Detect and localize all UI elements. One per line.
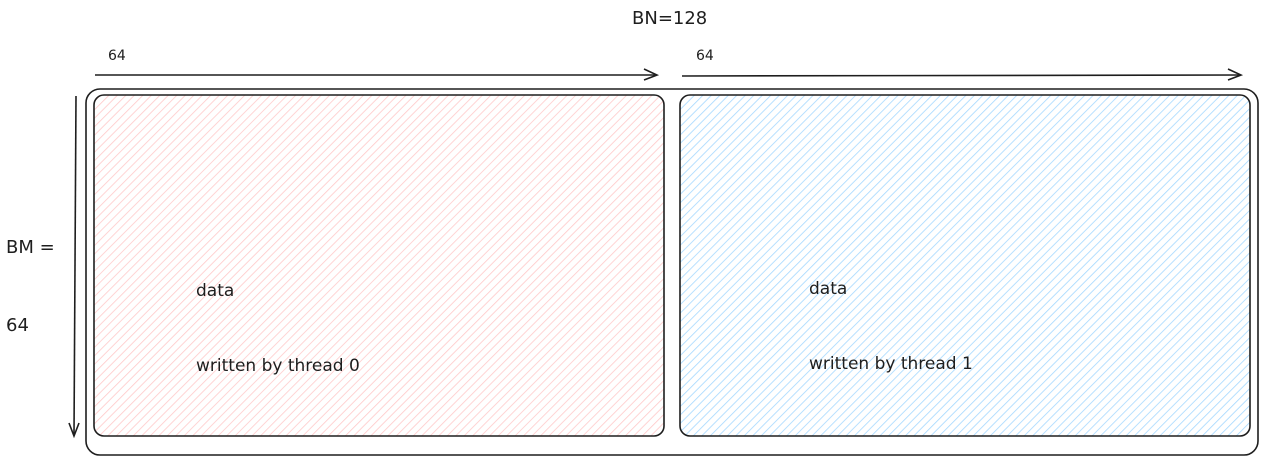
thread-1-text-line1: data	[809, 279, 848, 299]
thread-0-block	[93, 94, 665, 437]
outer-tile-border	[85, 88, 1259, 456]
bm-label-line2: 64	[6, 315, 29, 336]
left-width-label: 64	[108, 48, 126, 64]
thread-0-text-line2: written by thread 0	[196, 356, 360, 376]
right-width-arrow	[681, 68, 1244, 81]
bm-label: BM = 64	[6, 183, 55, 391]
thread-0-text: data written by thread 0	[196, 229, 360, 429]
right-width-label: 64	[696, 48, 714, 64]
height-arrow	[68, 95, 80, 439]
bm-label-line1: BM =	[6, 237, 55, 258]
thread-0-text-line1: data	[196, 281, 235, 301]
left-width-arrow	[95, 68, 660, 81]
bn-title-label: BN=128	[632, 8, 708, 29]
thread-1-block	[679, 94, 1251, 437]
thread-1-text-line2: written by thread 1	[809, 354, 973, 374]
thread-1-text: data written by thread 1	[809, 227, 973, 427]
